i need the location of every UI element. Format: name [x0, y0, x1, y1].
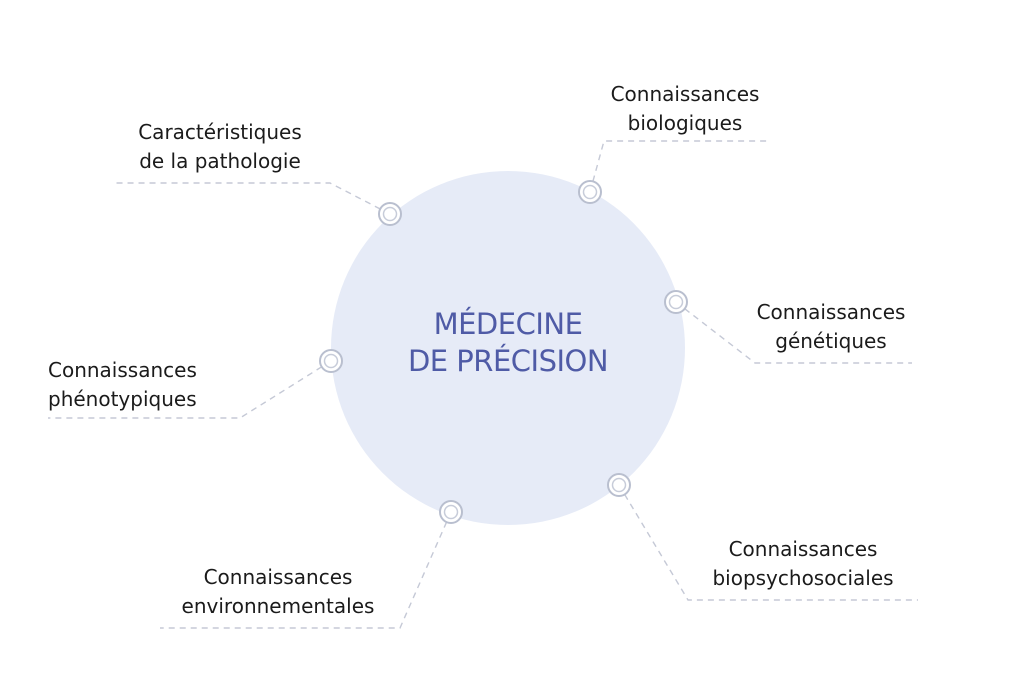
- connector-environnementales: [160, 511, 452, 629]
- node-marker-genetiques: [664, 290, 688, 314]
- node-marker-caracteristiques: [378, 202, 402, 226]
- center-title-line1: MÉDECINE: [433, 307, 583, 341]
- label-genetiques: Connaissances génétiques: [738, 298, 924, 356]
- label-caracteristiques-line2: de la pathologie: [139, 149, 301, 173]
- label-caracteristiques-line1: Caractéristiques: [138, 120, 302, 144]
- connector-biologiques: [589, 140, 768, 193]
- connector-genetiques: [675, 301, 912, 364]
- center-circle: [331, 171, 685, 525]
- center-title-line2: DE PRÉCISION: [407, 344, 609, 378]
- label-biopsychosociales: Connaissances biopsychosociales: [688, 535, 918, 593]
- connector-phenotypiques: [48, 360, 332, 419]
- label-environnementales: Connaissances environnementales: [160, 563, 396, 621]
- center-title: MÉDECINE DE PRÉCISION: [380, 306, 636, 380]
- label-genetiques-line1: Connaissances: [756, 300, 906, 324]
- connector-caracteristiques: [114, 182, 391, 215]
- label-caracteristiques: Caractéristiques de la pathologie: [118, 118, 322, 176]
- label-phenotypiques: Connaissances phénotypiques: [48, 356, 238, 414]
- node-marker-phenotypiques: [319, 349, 343, 373]
- label-biopsychosociales-line1: Connaissances: [728, 537, 878, 561]
- node-marker-biopsychosociales: [607, 473, 631, 497]
- label-environnementales-line1: Connaissances: [203, 565, 353, 589]
- node-markers: [319, 180, 688, 524]
- label-biologiques-line2: biologiques: [627, 111, 743, 135]
- label-biologiques: Connaissances biologiques: [592, 80, 778, 138]
- connectors: [48, 140, 918, 629]
- label-environnementales-line2: environnementales: [181, 594, 375, 618]
- label-biologiques-line1: Connaissances: [610, 82, 760, 106]
- label-phenotypiques-line1: Connaissances: [48, 358, 197, 382]
- connector-biopsychosociales: [618, 484, 918, 601]
- label-genetiques-line2: génétiques: [775, 329, 887, 353]
- node-marker-biologiques: [578, 180, 602, 204]
- label-phenotypiques-line2: phénotypiques: [48, 387, 197, 411]
- label-biopsychosociales-line2: biopsychosociales: [712, 566, 894, 590]
- node-marker-environnementales: [439, 500, 463, 524]
